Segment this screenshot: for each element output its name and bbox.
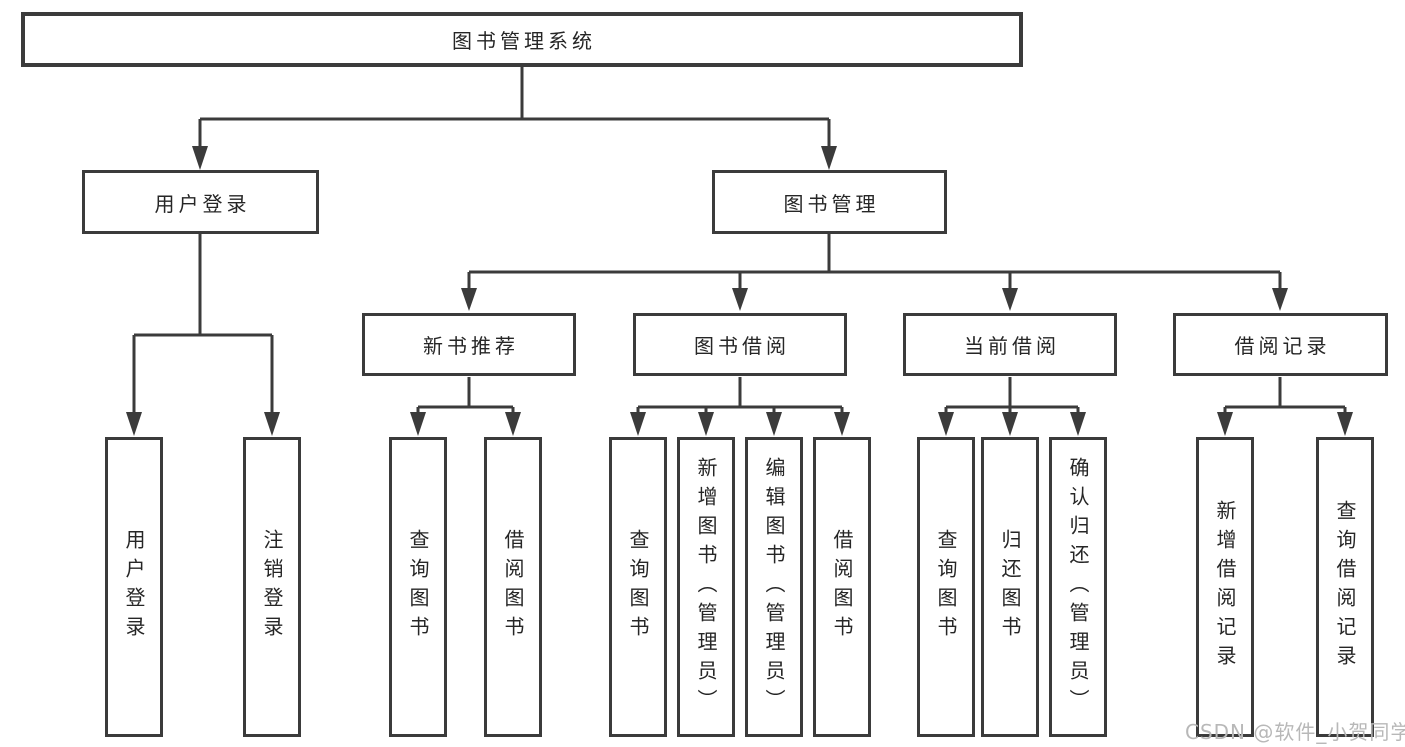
leaf-query-books-recommend: 查询图书 xyxy=(389,437,447,737)
node-user-login: 用户登录 xyxy=(82,170,319,234)
leaf-confirm-return-admin: 确认归还（管理员） xyxy=(1049,437,1107,737)
node-label: 当前借阅 xyxy=(964,334,1060,358)
node-label: 用户登录 xyxy=(154,191,251,216)
leaf-label: 编辑图书（管理员） xyxy=(762,456,786,718)
node-current-borrowing: 当前借阅 xyxy=(903,313,1117,376)
node-borrowing-records: 借阅记录 xyxy=(1173,313,1388,376)
node-book-management: 图书管理 xyxy=(712,170,947,234)
watermark: CSDN @软件_小贺同学 xyxy=(1185,720,1405,744)
leaf-label: 归还图书 xyxy=(998,529,1022,645)
leaf-label: 借阅图书 xyxy=(501,529,525,645)
leaf-label: 新增借阅记录 xyxy=(1213,500,1237,674)
node-label: 借阅记录 xyxy=(1234,334,1331,358)
leaf-label: 确认归还（管理员） xyxy=(1066,456,1090,718)
leaf-label: 注销登录 xyxy=(260,529,284,645)
node-label: 新书推荐 xyxy=(423,334,519,358)
leaf-label: 借阅图书 xyxy=(830,529,854,645)
leaf-label: 用户登录 xyxy=(122,529,146,645)
node-new-book-recommendation: 新书推荐 xyxy=(362,313,576,376)
node-label: 图书管理系统 xyxy=(452,29,596,53)
leaf-label: 查询图书 xyxy=(934,529,958,645)
leaf-logout: 注销登录 xyxy=(243,437,301,737)
leaf-label: 查询借阅记录 xyxy=(1333,500,1357,674)
leaf-borrow-books-recommend: 借阅图书 xyxy=(484,437,542,737)
leaf-return-books: 归还图书 xyxy=(981,437,1039,737)
node-label: 图书借阅 xyxy=(694,334,790,358)
leaf-label: 查询图书 xyxy=(626,529,650,645)
leaf-query-borrow-record: 查询借阅记录 xyxy=(1316,437,1374,737)
leaf-borrow-books-borrowing: 借阅图书 xyxy=(813,437,871,737)
node-label: 图书管理 xyxy=(783,191,880,216)
leaf-user-login: 用户登录 xyxy=(105,437,163,737)
leaf-label: 新增图书（管理员） xyxy=(694,456,718,718)
node-library-management-system: 图书管理系统 xyxy=(21,12,1023,67)
leaf-add-book-admin: 新增图书（管理员） xyxy=(677,437,735,737)
leaf-add-borrow-record: 新增借阅记录 xyxy=(1196,437,1254,737)
leaf-label: 查询图书 xyxy=(406,529,430,645)
leaf-query-books-borrowing: 查询图书 xyxy=(609,437,667,737)
leaf-query-books-current: 查询图书 xyxy=(917,437,975,737)
node-book-borrowing: 图书借阅 xyxy=(633,313,847,376)
leaf-edit-book-admin: 编辑图书（管理员） xyxy=(745,437,803,737)
